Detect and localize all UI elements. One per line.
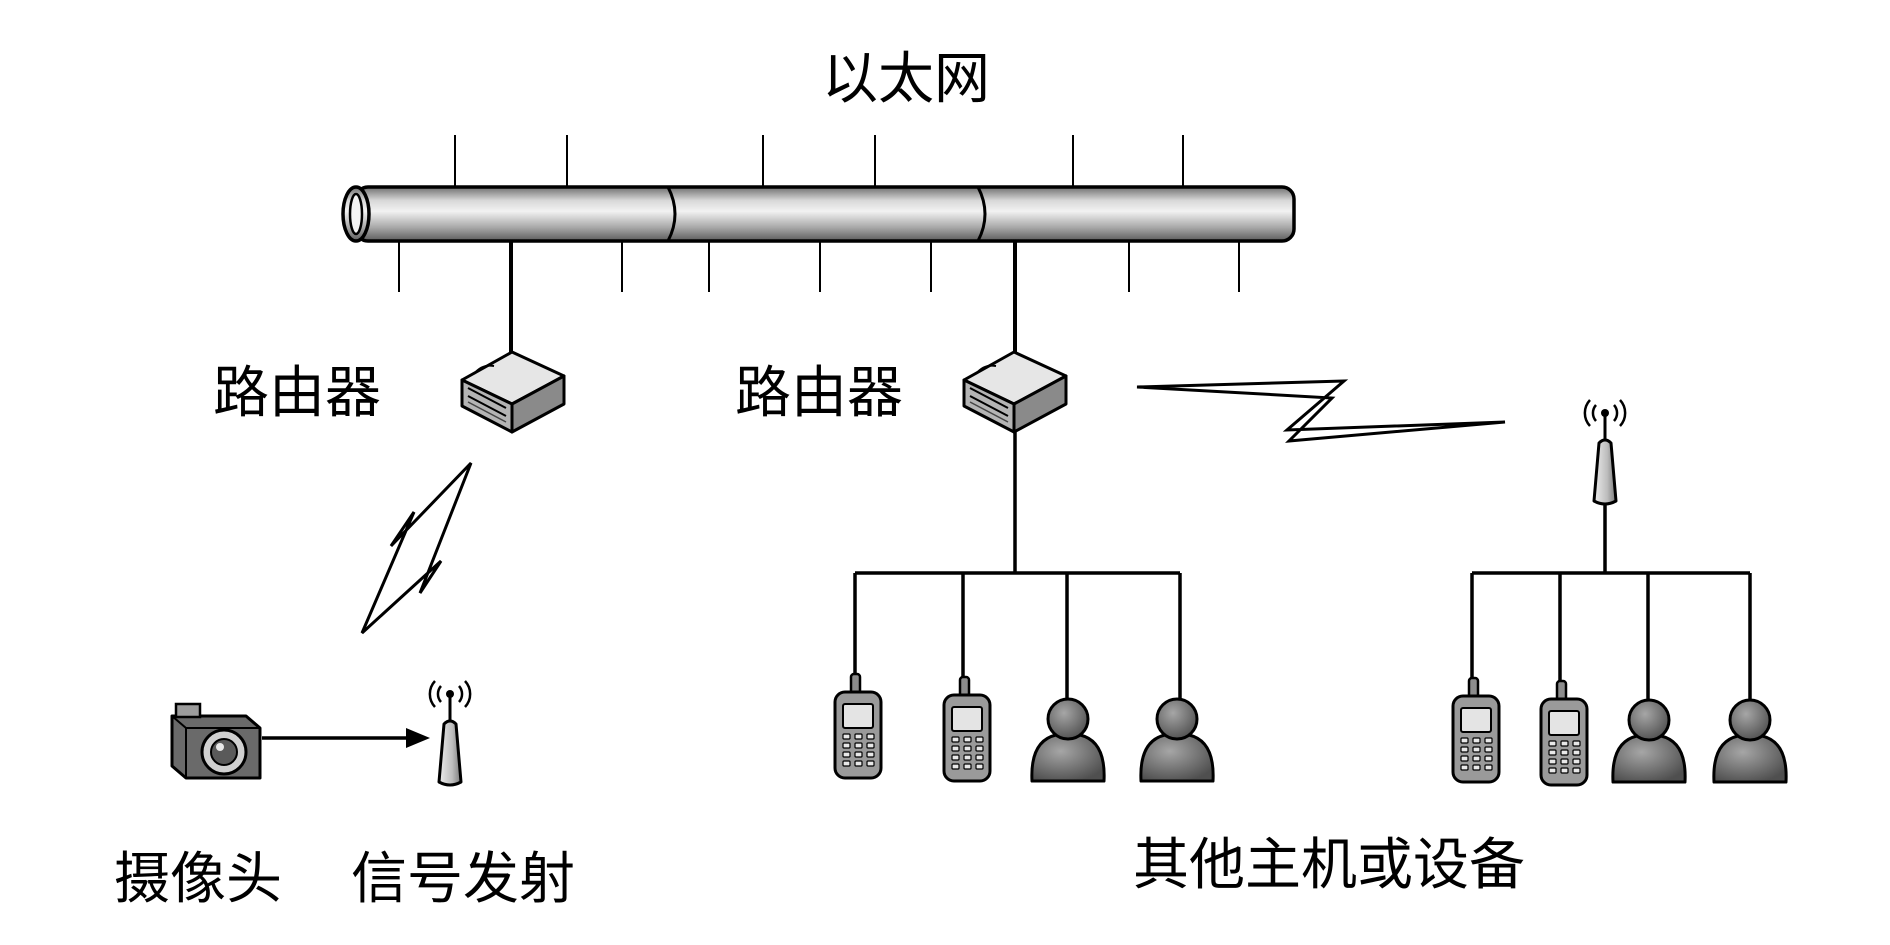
ethernet-label: 以太网	[822, 47, 990, 112]
mobile-phone-icon	[833, 672, 883, 780]
ethernet-pipe-icon	[341, 185, 1296, 243]
user-icon	[1611, 698, 1687, 784]
router-left-icon	[460, 350, 566, 434]
router-mid-icon	[962, 350, 1068, 434]
pipe-taps-top	[454, 135, 1184, 188]
user-icon	[1139, 697, 1215, 783]
receiver-antenna-icon	[1583, 398, 1627, 506]
wireless-link-right-icon	[1136, 379, 1506, 443]
user-icon	[1030, 697, 1106, 783]
camera-to-transmitter-arrow	[262, 728, 430, 748]
camera-icon	[170, 702, 262, 780]
user-icon	[1712, 698, 1788, 784]
camera-label: 摄像头	[114, 847, 282, 912]
transmitter-label: 信号发射	[351, 847, 575, 912]
wireless-link-left-icon	[360, 461, 473, 635]
other-devices-label: 其他主机或设备	[1133, 833, 1525, 898]
mobile-phone-icon	[942, 675, 992, 783]
antenna-device-tree	[1470, 504, 1752, 700]
pipe-taps-bottom	[398, 240, 1240, 292]
mobile-phone-icon	[1539, 679, 1589, 787]
mobile-phone-icon	[1451, 676, 1501, 784]
transmitter-antenna-icon	[428, 679, 472, 787]
router-mid-label: 路由器	[735, 361, 903, 426]
router-mid-device-tree	[853, 432, 1182, 700]
router-left-label: 路由器	[213, 361, 381, 426]
